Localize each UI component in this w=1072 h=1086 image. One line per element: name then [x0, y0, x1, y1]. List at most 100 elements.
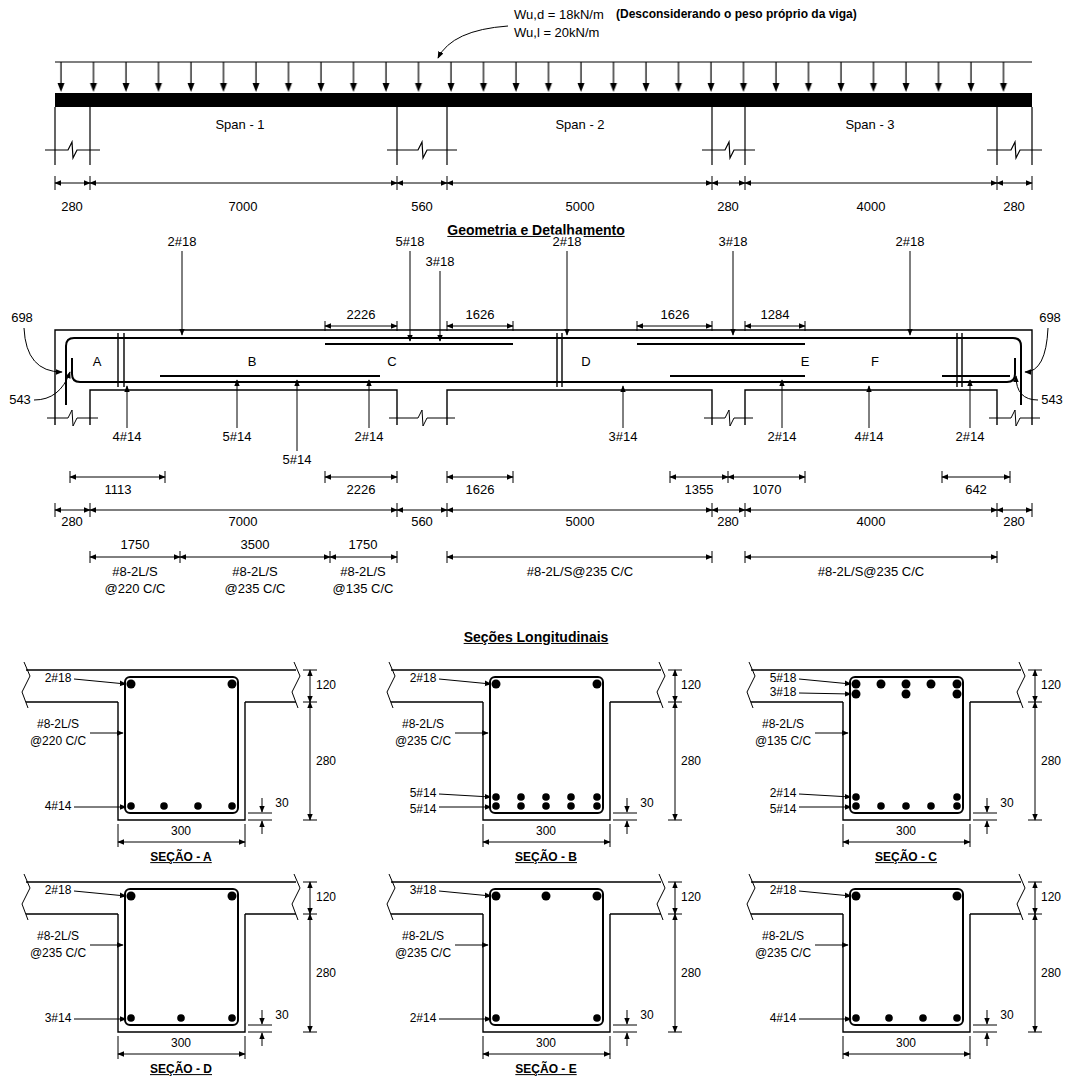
bar-label: 3#14: [607, 430, 640, 445]
stirrup-label: #8-2L/S: [35, 930, 81, 944]
bar-label: 5#14: [281, 453, 314, 468]
dimension: 1750: [119, 538, 152, 553]
dimension: 120: [314, 891, 338, 905]
dimension: 300: [169, 1037, 193, 1051]
stirrup-label: #8-2L/S: [110, 565, 160, 580]
bar-label: 2#14: [768, 787, 799, 801]
dimension: 280: [314, 755, 338, 769]
stirrup-label: #8-2L/S: [400, 718, 446, 732]
bar-label: 5#14: [221, 430, 254, 445]
dimension: 30: [638, 1009, 655, 1023]
dimension: 1284: [759, 308, 792, 323]
stirrup-label: @135 C/C: [753, 735, 813, 749]
bar-label: 4#14: [853, 430, 886, 445]
dimension: 1750: [347, 538, 380, 553]
stirrup-label: @235 C/C: [28, 947, 88, 961]
dimension: 120: [1039, 679, 1063, 693]
stirrup-label: @220 C/C: [28, 735, 88, 749]
bar-label: 2#18: [551, 235, 584, 250]
section-title: SEÇÃO - A: [148, 851, 214, 865]
dimension: 120: [1039, 891, 1063, 905]
dimension: 300: [534, 825, 558, 839]
bar-label: 2#18: [43, 884, 74, 898]
bar-label: 5#14: [768, 803, 799, 817]
dimension: 1355: [683, 483, 716, 498]
bar-label: 5#18: [768, 672, 799, 686]
bar-label: 2#18: [408, 672, 439, 686]
bar-label: 2#14: [766, 430, 799, 445]
section-title: SEÇÃO - D: [148, 1063, 214, 1077]
dimension: 1113: [103, 483, 134, 498]
dimension: 30: [638, 797, 655, 811]
bar-label: 4#14: [43, 800, 74, 814]
bar-label: 3#14: [43, 1012, 74, 1026]
stirrup-label: #8-2L/S: [400, 930, 446, 944]
dimension: 30: [273, 1009, 290, 1023]
span-label: Span - 3: [843, 118, 896, 133]
dimension: 300: [534, 1037, 558, 1051]
bar-label: 3#18: [408, 884, 439, 898]
dimension: 280: [59, 200, 85, 215]
hook-length: 698: [1037, 311, 1063, 326]
bar-label: 4#14: [111, 430, 144, 445]
bar-label: 2#18: [768, 884, 799, 898]
bar-label: 3#18: [424, 255, 457, 270]
dimension: 2226: [345, 483, 378, 498]
dimension: 120: [679, 679, 703, 693]
stirrup-label: #8-2L/S@235 C/C: [525, 565, 635, 580]
stirrup-label: #8-2L/S: [35, 718, 81, 732]
dimension: 280: [1039, 755, 1063, 769]
bar-label: 2#14: [954, 430, 987, 445]
bar-label: 4#14: [768, 1012, 799, 1026]
section-mark: B: [246, 355, 259, 370]
dimension: 280: [59, 515, 85, 530]
dimension: 280: [679, 755, 703, 769]
stirrup-label: @220 C/C: [103, 582, 168, 597]
hook-length: 543: [1039, 393, 1065, 408]
dimension: 30: [998, 797, 1015, 811]
dimension: 120: [679, 891, 703, 905]
span-label: Span - 2: [553, 118, 606, 133]
stirrup-label: #8-2L/S: [760, 718, 806, 732]
bar-label: 2#14: [353, 430, 386, 445]
dimension: 1626: [464, 308, 497, 323]
bar-label: 2#18: [894, 235, 927, 250]
dimension: 280: [314, 967, 338, 981]
stirrup-label: @235 C/C: [223, 582, 288, 597]
stirrup-label: #8-2L/S: [760, 930, 806, 944]
dimension: 5000: [564, 200, 597, 215]
span-label: Span - 1: [213, 118, 266, 133]
dimension: 280: [715, 200, 741, 215]
dimension: 4000: [855, 515, 888, 530]
dimension: 1626: [659, 308, 692, 323]
bar-label: 5#14: [408, 803, 439, 817]
dimension: 560: [409, 515, 435, 530]
section-title: SEÇÃO - E: [513, 1063, 578, 1077]
load-label: Wu,l = 20kN/m: [512, 26, 601, 41]
dimension: 3500: [239, 538, 272, 553]
dimension: 2226: [345, 308, 378, 323]
stirrup-label: @135 C/C: [331, 582, 396, 597]
stirrup-label: #8-2L/S@235 C/C: [816, 565, 926, 580]
section-title: SEÇÃO - C: [873, 851, 939, 865]
dimension: 280: [1039, 967, 1063, 981]
section-mark: C: [385, 355, 398, 370]
section-heading: Seções Longitudinais: [462, 629, 611, 645]
stirrup-label: #8-2L/S: [230, 565, 280, 580]
stirrup-label: #8-2L/S: [338, 565, 388, 580]
dimension: 280: [1001, 200, 1027, 215]
dimension: 560: [409, 200, 435, 215]
bar-label: 5#14: [408, 787, 439, 801]
dimension: 5000: [564, 515, 597, 530]
dimension: 4000: [855, 200, 888, 215]
section-mark: D: [579, 355, 592, 370]
section-mark: E: [799, 355, 812, 370]
bar-label: 3#18: [768, 686, 799, 700]
stirrup-label: @235 C/C: [393, 947, 453, 961]
dimension: 30: [273, 797, 290, 811]
bar-label: 2#18: [166, 235, 199, 250]
dimension: 30: [998, 1009, 1015, 1023]
dimension: 7000: [227, 200, 260, 215]
hook-length: 543: [7, 393, 33, 408]
